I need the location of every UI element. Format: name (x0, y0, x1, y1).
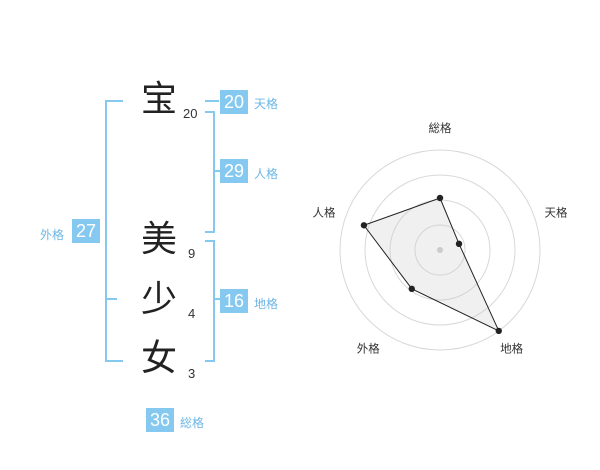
chikaku-bracket-tick (215, 298, 221, 300)
surname-char-1: 宝 (141, 79, 178, 120)
chikaku-label: 地格 (254, 297, 279, 311)
given-char-1-strokes: 9 (188, 246, 196, 261)
tenkaku-badge: 20 (220, 90, 248, 114)
radar-point-2 (495, 327, 502, 335)
radar-ring-3 (364, 174, 516, 326)
radar-ring-4 (339, 149, 541, 351)
radar-axis-label-1: 天格 (545, 205, 568, 219)
gaikaku-label: 外格 (40, 228, 65, 242)
given-char-2-strokes: 4 (188, 306, 196, 321)
soukaku-label: 総格 (180, 416, 205, 430)
radar-axis-label-0: 総格 (429, 121, 452, 135)
radar-axis-label-4: 人格 (313, 205, 336, 219)
radar-point-3 (408, 285, 415, 293)
tenkaku-bracket (205, 100, 219, 102)
radar-point-1 (455, 240, 463, 248)
radar-center (437, 247, 443, 253)
given-char-3-strokes: 3 (188, 366, 196, 381)
radar-axis-label-2: 地格 (500, 342, 523, 356)
radar-axis-label-3: 外格 (357, 342, 380, 356)
chikaku-bracket (205, 240, 215, 362)
given-char-3: 女 (141, 338, 178, 379)
radar-point-0 (436, 194, 444, 202)
chikaku-badge: 16 (220, 289, 248, 313)
gaikaku-bracket-tick (105, 298, 117, 300)
surname-char-1-strokes: 20 (183, 106, 198, 121)
jinkaku-bracket (205, 111, 215, 233)
given-char-2: 少 (141, 279, 178, 320)
radar-polygon (363, 197, 500, 332)
gaikaku-badge: 27 (72, 219, 100, 243)
jinkaku-badge: 29 (220, 159, 248, 183)
jinkaku-label: 人格 (254, 167, 279, 181)
radar-ring-1 (414, 224, 466, 276)
gaikaku-bracket (105, 100, 123, 362)
given-char-1: 美 (141, 219, 178, 260)
tenkaku-label: 天格 (254, 97, 279, 111)
radar-point-4 (360, 222, 368, 229)
soukaku-badge: 36 (146, 408, 174, 432)
jinkaku-bracket-tick (215, 170, 221, 172)
